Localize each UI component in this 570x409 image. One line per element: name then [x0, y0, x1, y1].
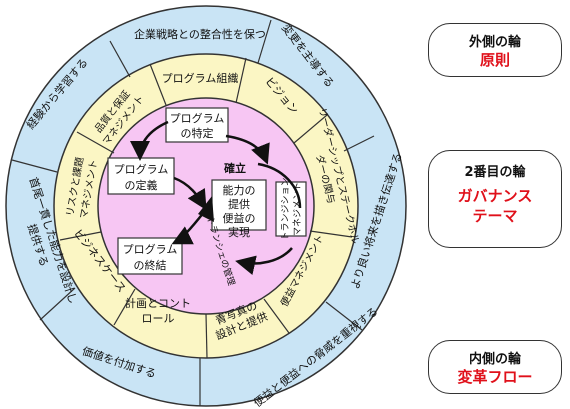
legend-inner-title: 内側の輪: [468, 352, 521, 367]
middle-label-planning: 計画とコント ロール: [125, 296, 191, 325]
legend-second: 2番目の輪 ガバナンス テーマ: [428, 150, 562, 248]
center-wedge: [198, 196, 214, 222]
box-transition-management: トランジション マネジメント: [275, 177, 307, 241]
svg-text:便益の: 便益の: [223, 211, 256, 225]
outer-dividers: [11, 19, 375, 406]
outer-label-strategy: 企業戦略との整合性を保つ: [134, 27, 266, 41]
svg-text:能力の: 能力の: [223, 183, 256, 197]
svg-text:計画とコント: 計画とコント: [125, 296, 191, 310]
legend-outer-title: 外側の輪: [468, 35, 521, 50]
svg-text:の特定: の特定: [181, 126, 214, 140]
label-establish: 確立: [224, 161, 246, 175]
svg-text:マネジメント: マネジメント: [292, 182, 303, 236]
svg-text:プログラム: プログラム: [170, 111, 225, 125]
box-program-closure: プログラム の終結: [117, 237, 183, 275]
svg-text:実現: 実現: [228, 225, 250, 239]
svg-text:の定義: の定義: [125, 178, 158, 192]
svg-text:トランジション: トランジション: [280, 177, 291, 240]
svg-text:ロール: ロール: [142, 312, 175, 325]
legend-outer-value: 原則: [479, 51, 510, 69]
svg-text:の終結: の終結: [134, 258, 167, 272]
box-capability-benefits: 能力の 提供 便益の 実現: [211, 179, 267, 239]
middle-label-organization: プログラム組織: [162, 71, 239, 85]
svg-text:提供: 提供: [228, 197, 250, 211]
legend-inner-value: 変革フロー: [457, 368, 533, 386]
legend-inner: 内側の輪 変革フロー: [428, 340, 562, 394]
box-program-identification: プログラム の特定: [165, 107, 229, 143]
svg-text:プログラム: プログラム: [114, 162, 169, 176]
svg-text:プログラム: プログラム: [123, 242, 178, 256]
legend-second-title: 2番目の輪: [464, 165, 526, 180]
box-program-definition: プログラム の定義: [107, 157, 175, 195]
middle-dividers: [59, 57, 353, 359]
legend-second-value-1: ガバナンス: [457, 187, 533, 205]
legend-second-value-2: テーマ: [472, 207, 518, 225]
legend-outer: 外側の輪 原則: [428, 23, 562, 77]
flow-arrows: [130, 120, 302, 276]
